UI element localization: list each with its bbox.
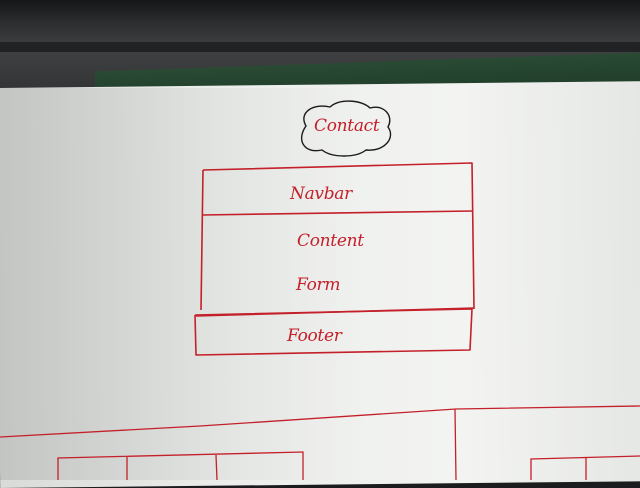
- content-label: Content: [297, 231, 364, 251]
- footer-label: Footer: [287, 326, 342, 346]
- footer-divider: [195, 307, 475, 317]
- desk-stripe: [0, 42, 640, 52]
- lower-sketch-line: [0, 405, 640, 438]
- sketch-title-label: Contact: [314, 116, 380, 136]
- title-cloud-outline: [301, 100, 392, 157]
- navbar-label: Navbar: [290, 184, 352, 204]
- lower-sketch-divider: [454, 408, 457, 480]
- bottom-right-box: [530, 455, 640, 480]
- form-label: Form: [296, 275, 341, 295]
- navbar-divider: [201, 210, 474, 216]
- bottom-left-boxes: [57, 451, 304, 480]
